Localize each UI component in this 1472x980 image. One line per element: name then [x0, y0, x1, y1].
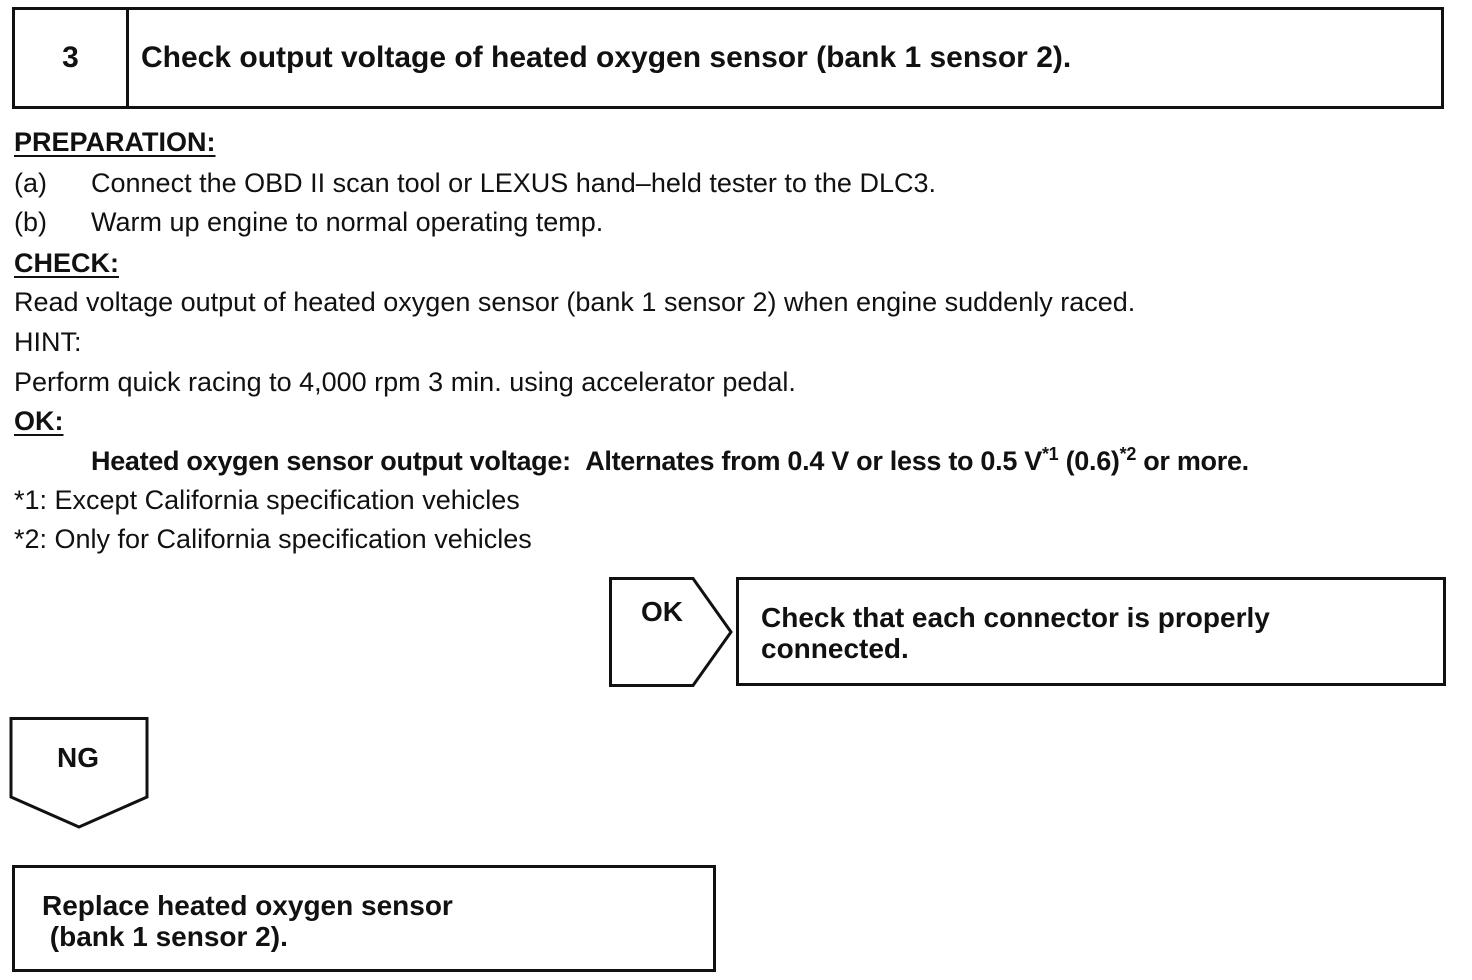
ng-result-text: Replace heated oxygen sensor (bank 1 sen…: [42, 890, 453, 952]
footnote-2: *2: Only for California specification ve…: [14, 524, 532, 554]
preparation-item-a: (a) Connect the OBD II scan tool or LEXUS…: [14, 168, 936, 199]
step-header: 3 Check output voltage of heated oxygen …: [12, 7, 1444, 109]
hint-label: HINT:: [14, 327, 82, 357]
check-heading: CHECK:: [14, 248, 119, 278]
step-title: Check output voltage of heated oxygen se…: [141, 41, 1072, 74]
spec-sup-1: *1: [1041, 444, 1059, 464]
ng-result-box: Replace heated oxygen sensor (bank 1 sen…: [12, 865, 716, 972]
ok-arrow-shape: [609, 577, 733, 687]
item-label: (a): [14, 168, 47, 198]
footnote-1: *1: Except California specification vehi…: [14, 485, 520, 515]
item-text: Warm up engine to normal operating temp.: [91, 207, 604, 237]
spec-value-3: or more.: [1136, 446, 1249, 476]
ng-branch-label: NG: [57, 742, 99, 773]
spec-label: Heated oxygen sensor output voltage:: [91, 446, 571, 476]
ok-heading: OK:: [14, 406, 64, 436]
ng-arrow-shape: [9, 717, 149, 829]
ok-branch-label: OK: [641, 596, 683, 627]
preparation-heading: PREPARATION:: [14, 127, 216, 157]
check-text: Read voltage output of heated oxygen sen…: [14, 287, 1136, 317]
preparation-item-b: (b) Warm up engine to normal operating te…: [14, 207, 603, 238]
spec-value-2: (0.6): [1058, 446, 1120, 476]
spec-value-1: Alternates from 0.4 V or less to 0.5 V: [585, 446, 1042, 476]
item-label: (b): [14, 207, 47, 237]
ok-result-text: Check that each connector is properly co…: [761, 602, 1270, 664]
item-text: Connect the OBD II scan tool or LEXUS ha…: [91, 168, 936, 198]
step-number: 3: [15, 10, 129, 106]
hint-text: Perform quick racing to 4,000 rpm 3 min.…: [14, 367, 796, 397]
ok-spec-line: Heated oxygen sensor output voltage: Alt…: [91, 444, 1249, 477]
ok-result-box: Check that each connector is properly co…: [736, 577, 1446, 686]
spec-sup-2: *2: [1119, 444, 1137, 464]
